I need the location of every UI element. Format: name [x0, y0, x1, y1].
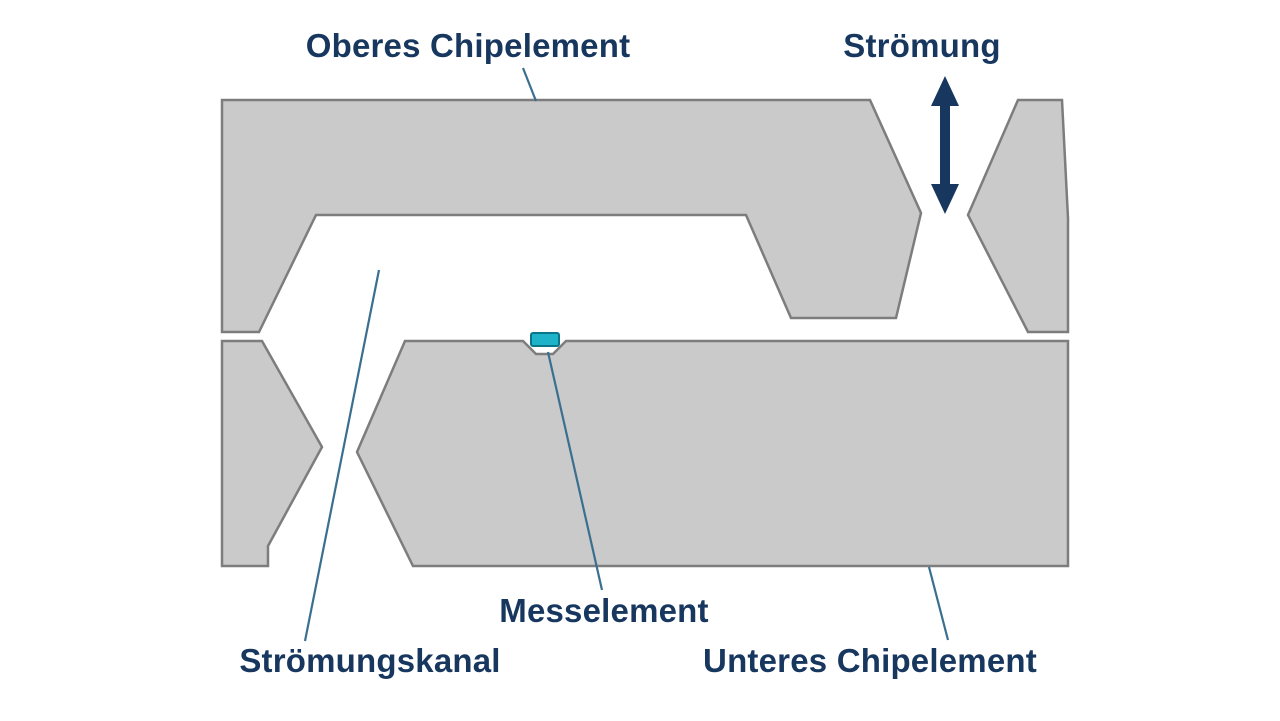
lower-chip-label: Unteres Chipelement	[703, 642, 1037, 679]
upper-chip-element-shape	[220, 98, 923, 334]
sensor-label: Messelement	[499, 592, 709, 629]
leader-line-lower-chip	[927, 566, 950, 641]
leader-line-sensor	[546, 351, 604, 591]
leader-line-flow-channel	[303, 269, 381, 642]
flow-channel-label: Strömungskanal	[239, 642, 501, 679]
upper-chip-right-segment-shape	[966, 98, 1070, 334]
measuring-element	[530, 332, 560, 347]
leader-line-upper-chip	[521, 67, 538, 102]
lower-chip-left-segment-shape	[220, 339, 324, 568]
flow-label: Strömung	[843, 27, 1001, 64]
upper-chip-label: Oberes Chipelement	[305, 27, 631, 64]
lower-chip-element-shape	[355, 339, 1070, 568]
flow-direction-arrow-icon	[931, 76, 959, 214]
